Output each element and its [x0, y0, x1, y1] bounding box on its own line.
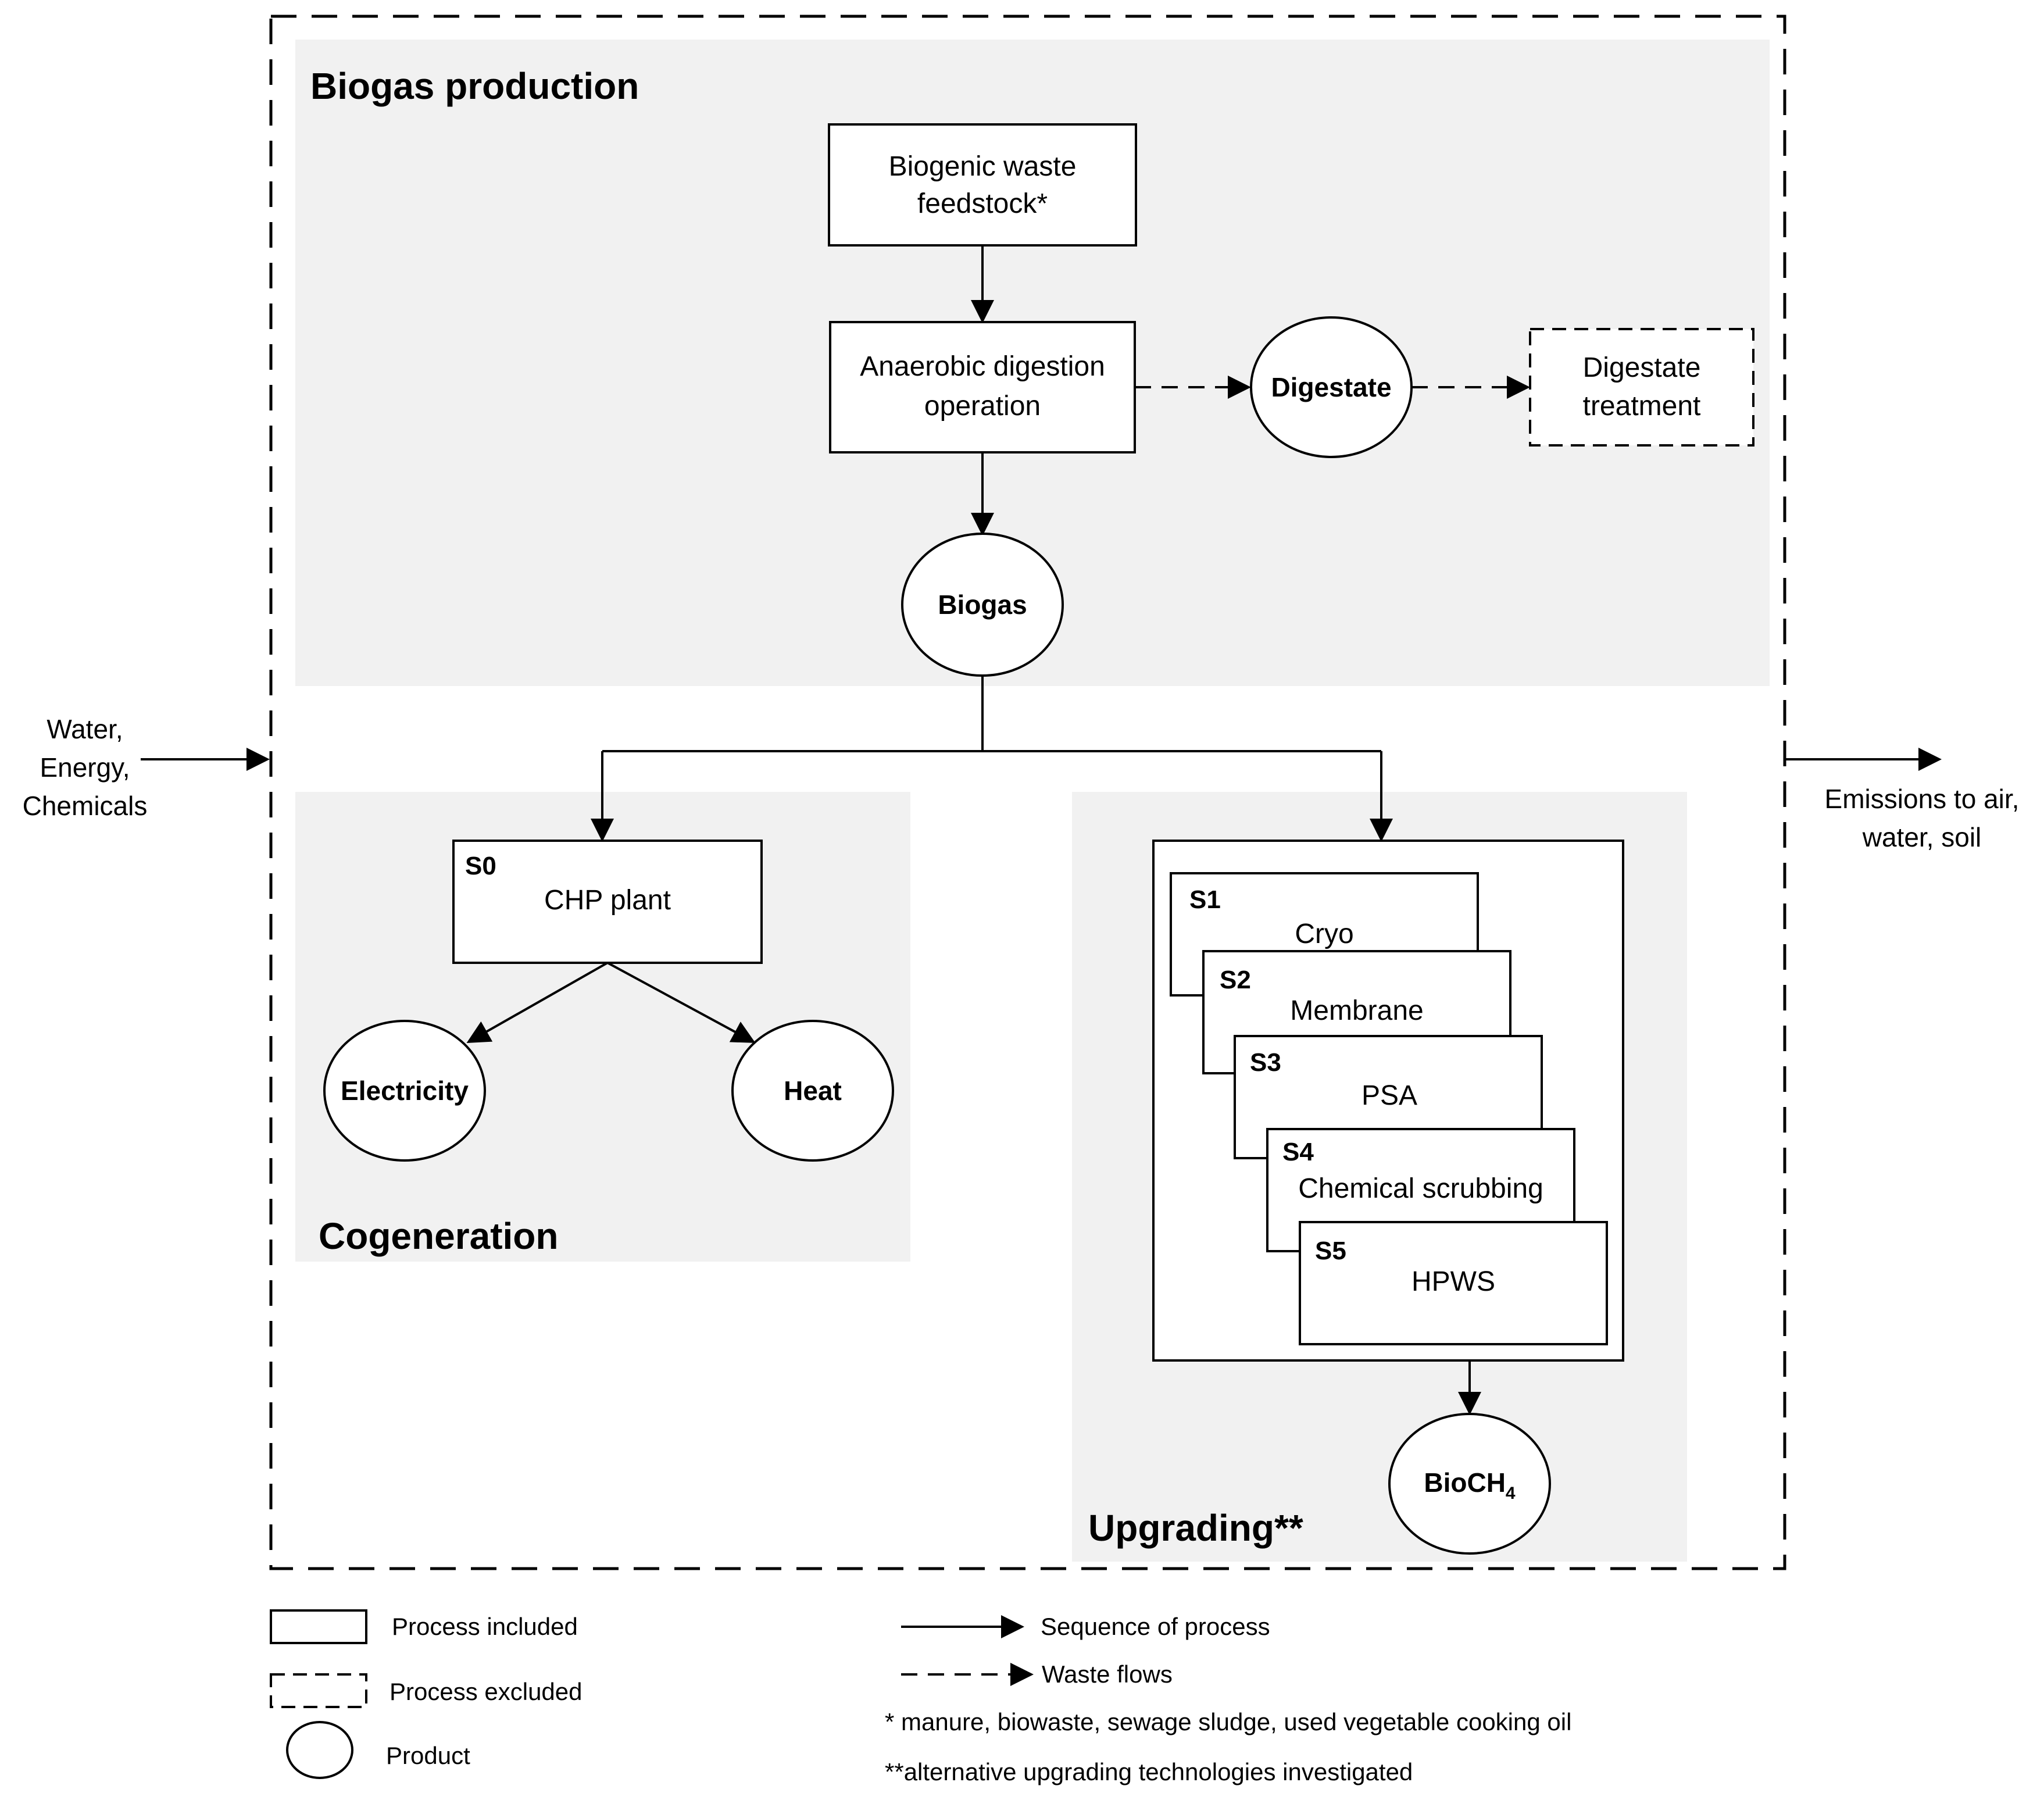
electricity-node	[323, 1020, 486, 1162]
heat-node	[731, 1020, 894, 1162]
legend-waste-flows: Waste flows	[1042, 1660, 1173, 1688]
digestate-treatment-line1: Digestate	[1583, 352, 1701, 383]
scenario-label-s5: HPWS	[1411, 1266, 1495, 1297]
feedstock-line2: feedstock*	[917, 188, 1048, 219]
scenario-box-s5	[1299, 1221, 1608, 1345]
biomethane-subscript: 4	[1506, 1484, 1516, 1503]
scenario-id-s1: S1	[1189, 885, 1221, 914]
legend-note2: **alternative upgrading technologies inv…	[885, 1758, 1413, 1785]
scenario-id-s4: S4	[1282, 1138, 1314, 1166]
feedstock-line1: Biogenic waste	[889, 151, 1077, 182]
digestion-line2: operation	[924, 391, 1041, 422]
scenario-id-s5: S5	[1315, 1237, 1346, 1265]
legend-process-included: Process included	[392, 1613, 578, 1640]
digestion-line1: Anaerobic digestion	[860, 351, 1105, 382]
scenario-label-s2: Membrane	[1290, 995, 1423, 1026]
arrow-chp-electricity	[466, 962, 608, 1043]
chp-plant-label: CHP plant	[544, 885, 671, 916]
digestion-box	[829, 321, 1136, 453]
system-boundary	[269, 15, 1786, 1570]
output-line1: Emissions to air,	[1825, 784, 2020, 814]
arrow-chp-heat	[607, 962, 756, 1043]
biomethane-text: BioCH	[1424, 1467, 1506, 1498]
chp-scenario-id: S0	[465, 852, 496, 880]
input-line3: Chemicals	[23, 791, 148, 821]
legend-product: Product	[386, 1742, 470, 1769]
region-title-upgrading: Upgrading**	[1088, 1507, 1303, 1549]
scenario-label-s1: Cryo	[1295, 919, 1353, 949]
chp-plant-box	[452, 840, 763, 964]
biogas-label: Biogas	[938, 590, 1027, 620]
input-line1: Water,	[47, 714, 123, 744]
digestate-label: Digestate	[1271, 372, 1391, 402]
legend-process-included-symbol	[270, 1609, 367, 1644]
scenario-id-s2: S2	[1220, 966, 1251, 994]
biomethane-node	[1388, 1413, 1551, 1555]
electricity-label: Electricity	[341, 1076, 469, 1106]
feedstock-box	[828, 123, 1137, 247]
legend-sequence: Sequence of process	[1041, 1613, 1270, 1640]
region-title-cogeneration: Cogeneration	[319, 1215, 558, 1257]
scenario-label-s3: PSA	[1362, 1080, 1417, 1111]
legend-note1: * manure, biowaste, sewage sludge, used …	[885, 1708, 1571, 1735]
legend-product-symbol	[286, 1721, 353, 1779]
legend-process-excluded-symbol	[270, 1673, 367, 1708]
input-line2: Energy,	[40, 752, 130, 783]
region-title-biogas-production: Biogas production	[310, 65, 639, 107]
digestate-treatment-line2: treatment	[1583, 391, 1701, 422]
biomethane-label: BioCH4	[1424, 1467, 1516, 1503]
legend-process-excluded: Process excluded	[389, 1678, 583, 1705]
scenario-id-s3: S3	[1250, 1048, 1281, 1077]
heat-label: Heat	[784, 1076, 842, 1106]
scenario-label-s4: Chemical scrubbing	[1298, 1173, 1543, 1204]
output-line2: water, soil	[1862, 822, 1982, 852]
digestate-treatment-box	[1529, 328, 1754, 447]
